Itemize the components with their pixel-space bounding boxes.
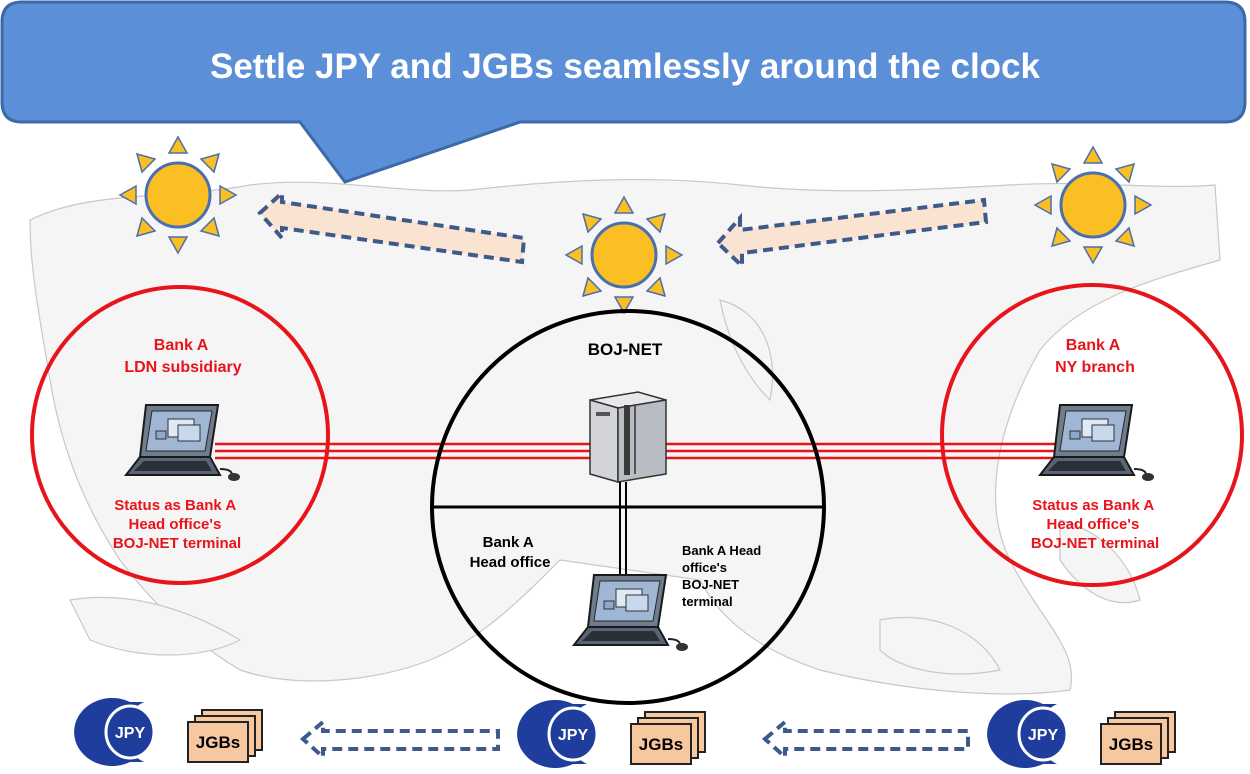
asset-group-ldn: JPY JGBs — [72, 696, 263, 768]
boj-net-circle — [430, 309, 826, 705]
banner-title: Settle JPY and JGBs seamlessly around th… — [210, 47, 1041, 86]
arrow-left-icon — [761, 717, 970, 762]
laptop-icon — [1039, 404, 1155, 482]
head-office-label: Bank A Head office — [470, 534, 551, 571]
head-office-terminal-label: Bank A Head office's BOJ-NET terminal — [682, 543, 765, 609]
jgbs-label: JGBs — [196, 733, 240, 752]
server-icon — [589, 391, 667, 483]
arrow-left-icon — [257, 188, 527, 265]
ldn-site-name: Bank A LDN subsidiary — [124, 337, 241, 376]
arrow-left-icon — [715, 197, 989, 271]
jgbs-label: JGBs — [639, 735, 683, 754]
asset-group-ny: JPY JGBs — [985, 698, 1176, 770]
ny-branch-circle — [940, 283, 1244, 587]
ny-status-text: Status as Bank A Head office's BOJ-NET t… — [1031, 497, 1159, 552]
asset-group-tokyo: JPY JGBs — [515, 698, 706, 770]
ldn-subsidiary-circle — [30, 285, 330, 585]
jgbs-label: JGBs — [1109, 735, 1153, 754]
jpy-label: JPY — [558, 727, 589, 744]
laptop-icon — [573, 574, 689, 652]
jpy-label: JPY — [1028, 727, 1059, 744]
arrow-left-icon — [299, 717, 500, 762]
jpy-label: JPY — [115, 725, 146, 742]
title-banner: Settle JPY and JGBs seamlessly around th… — [0, 0, 1247, 184]
boj-net-title: BOJ-NET — [588, 340, 663, 359]
ldn-status-text: Status as Bank A Head office's BOJ-NET t… — [113, 497, 241, 552]
ny-site-name: Bank A NY branch — [1055, 337, 1135, 376]
